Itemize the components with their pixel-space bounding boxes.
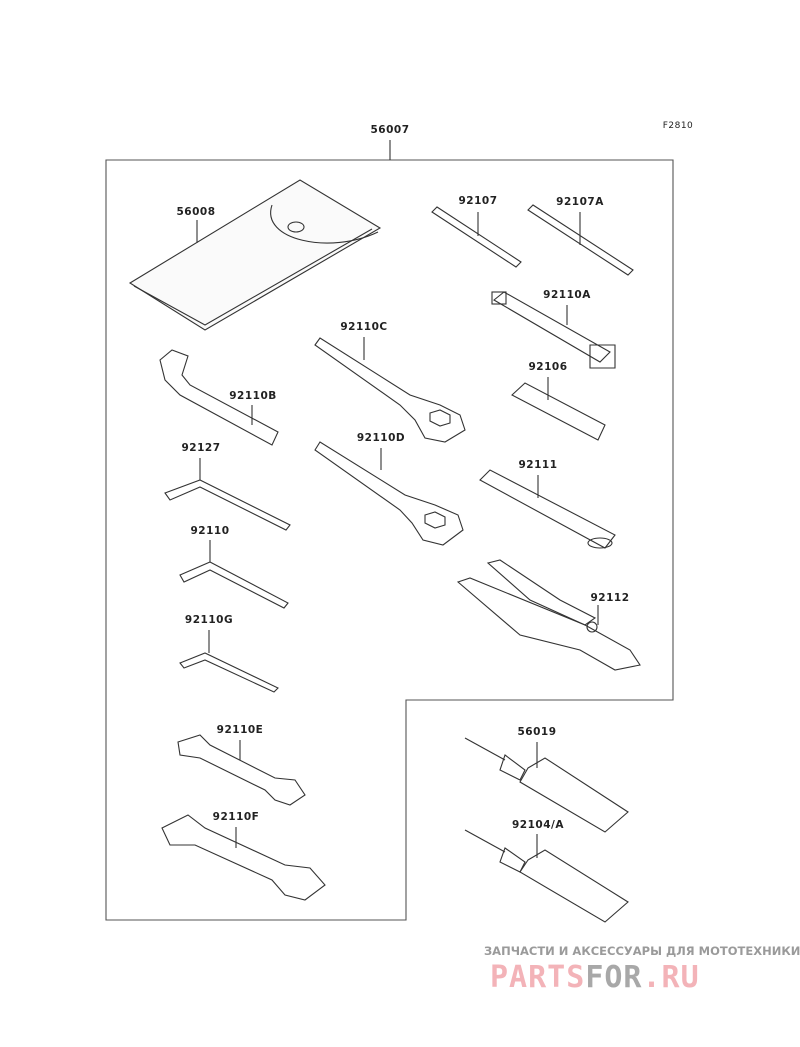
watermark-tagline: ЗАПЧАСТИ И АКСЕССУАРЫ ДЛЯ МОТОТЕХНИКИ — [484, 944, 800, 958]
screwdriver-bit-icon — [431, 206, 522, 268]
part-label: 92111 — [518, 459, 558, 471]
hex-key-icon — [179, 540, 289, 609]
part-label: 92110A — [543, 289, 591, 301]
hex-key-icon — [179, 630, 279, 693]
part-label: 92110 — [190, 525, 230, 537]
logo-part: FOR — [585, 960, 643, 995]
part-label: 92112 — [590, 592, 630, 604]
part-label: 92104/A — [512, 819, 564, 831]
assembly-outline — [105, 159, 674, 921]
part-label: 92110B — [229, 390, 277, 402]
part-label: 92110D — [356, 432, 406, 444]
part-label: 92110F — [212, 811, 260, 823]
part-label: 92110G — [184, 614, 234, 626]
part-label: 92127 — [181, 442, 221, 454]
part-label-56007: 56007 — [370, 124, 410, 136]
part-label: 92107A — [556, 196, 604, 208]
part-label: 56008 — [176, 206, 216, 218]
logo-part: .RU — [642, 960, 700, 995]
part-label: 56019 — [517, 726, 557, 738]
tool-bag-icon — [128, 179, 382, 331]
part-label: 92106 — [528, 361, 568, 373]
extension-bar-icon — [479, 469, 616, 549]
ring-wrench-icon — [314, 337, 466, 443]
grease-tube-icon — [464, 829, 629, 923]
diagram-id: F2810 — [662, 121, 694, 131]
ring-wrench-icon — [314, 441, 464, 546]
part-label: 92107 — [458, 195, 498, 207]
open-end-wrench-icon — [161, 814, 326, 901]
open-end-wrench-icon — [177, 734, 306, 806]
logo-part: PARTS — [490, 960, 586, 995]
part-label: 92110C — [340, 321, 388, 333]
socket-wrench-icon — [491, 291, 616, 369]
part-label: 92110E — [216, 724, 264, 736]
watermark-logo: PARTSFOR.RU — [490, 962, 700, 994]
hook-wrench-icon — [159, 349, 279, 446]
screwdriver-bit-icon — [527, 204, 634, 276]
pliers-icon — [456, 559, 641, 671]
grease-tube-icon — [464, 737, 629, 833]
screwdriver-grip-icon — [511, 377, 606, 441]
hex-key-icon — [164, 458, 291, 531]
